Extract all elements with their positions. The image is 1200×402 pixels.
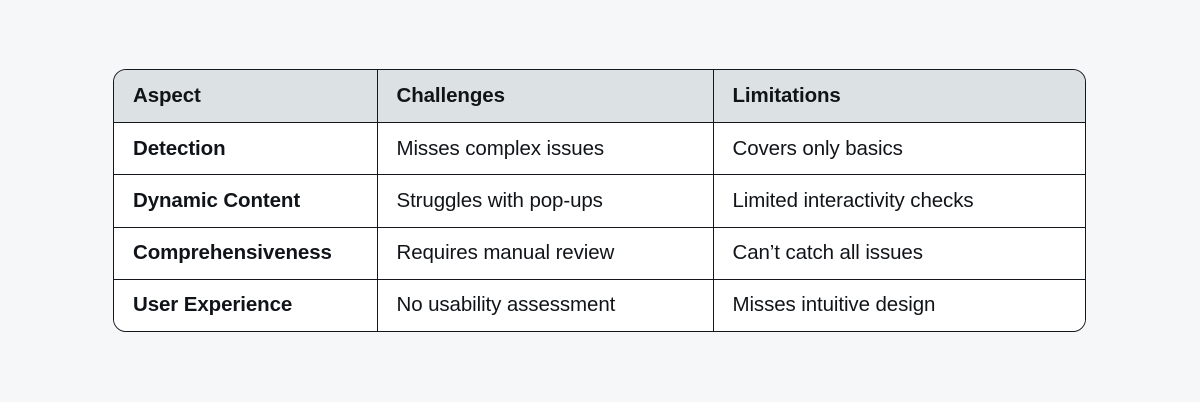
cell-aspect: Detection <box>114 122 378 176</box>
cell-aspect: Dynamic Content <box>114 174 378 228</box>
column-header-aspect: Aspect <box>114 70 378 123</box>
cell-challenges: Misses complex issues <box>377 122 714 176</box>
table-header: Aspect Challenges Limitations <box>114 70 1085 123</box>
cell-aspect: User Experience <box>114 279 378 331</box>
table-row: Comprehensiveness Requires manual review… <box>114 227 1085 280</box>
cell-aspect: Comprehensiveness <box>114 227 378 280</box>
column-header-limitations: Limitations <box>713 70 1085 123</box>
cell-challenges: No usability assessment <box>377 279 714 331</box>
table-body: Detection Misses complex issues Covers o… <box>114 122 1085 331</box>
column-header-challenges: Challenges <box>377 70 714 123</box>
cell-limitations: Limited interactivity checks <box>713 174 1085 228</box>
cell-limitations: Misses intuitive design <box>713 279 1085 331</box>
cell-limitations: Can’t catch all issues <box>713 227 1085 280</box>
cell-challenges: Struggles with pop-ups <box>377 174 714 228</box>
table-row: Detection Misses complex issues Covers o… <box>114 122 1085 176</box>
comparison-table: Aspect Challenges Limitations Detection … <box>113 69 1086 332</box>
table-row: Dynamic Content Struggles with pop-ups L… <box>114 174 1085 228</box>
table-row: User Experience No usability assessment … <box>114 279 1085 331</box>
table-header-row: Aspect Challenges Limitations <box>114 70 1085 123</box>
cell-limitations: Covers only basics <box>713 122 1085 176</box>
cell-challenges: Requires manual review <box>377 227 714 280</box>
aspect-challenges-limitations-table: Aspect Challenges Limitations Detection … <box>114 70 1085 331</box>
